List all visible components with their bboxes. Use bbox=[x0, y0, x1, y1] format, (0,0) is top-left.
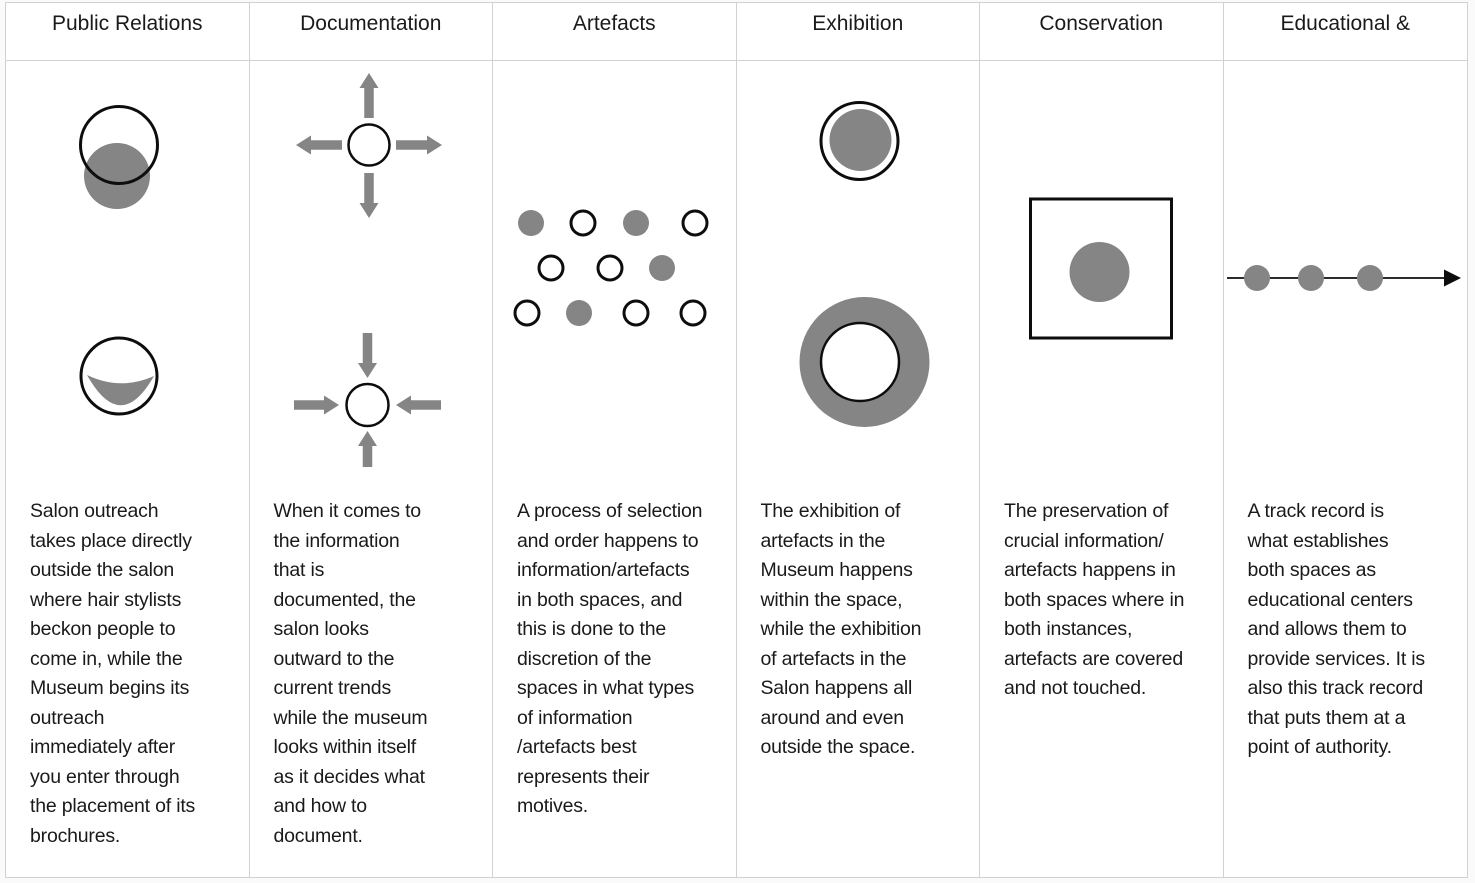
column-header-artefacts: Artefacts bbox=[493, 3, 737, 61]
column-description: The preservation of crucial information/… bbox=[1004, 500, 1185, 699]
column-header-exhibition: Exhibition bbox=[736, 3, 980, 61]
artefacts-figure bbox=[513, 209, 709, 327]
column-description: The exhibition of artefacts in the Museu… bbox=[760, 500, 922, 758]
column-body-exhibition: The exhibition of artefacts in the Museu… bbox=[737, 61, 980, 877]
dots-on-arrow-timeline-icon bbox=[1226, 265, 1461, 291]
documentation-figure bbox=[293, 73, 442, 467]
donut-ring-icon bbox=[799, 297, 929, 427]
educational-figure bbox=[1226, 265, 1461, 291]
crescent-in-circle-icon bbox=[79, 336, 159, 416]
column-body-conservation: The preservation of crucial information/… bbox=[980, 61, 1224, 877]
column-description: A track record is what establishes both … bbox=[1247, 500, 1426, 758]
salon-museum-comparison-table: Public Relations Documentation Artefacts… bbox=[5, 2, 1468, 878]
inward-arrows-icon bbox=[293, 333, 441, 467]
column-header-public-relations: Public Relations bbox=[6, 3, 250, 61]
filled-circle-in-ring-icon bbox=[819, 101, 899, 181]
exhibition-figure bbox=[799, 101, 929, 427]
column-description: A process of selection and order happens… bbox=[517, 500, 703, 817]
column-header-documentation: Documentation bbox=[249, 3, 493, 61]
column-body-educational: A track record is what establishes both … bbox=[1224, 61, 1468, 877]
column-body-documentation: When it comes to the information that is… bbox=[250, 61, 493, 877]
column-body-public-relations: Salon outreach takes place directly outs… bbox=[6, 61, 250, 877]
overlapping-circles-icon bbox=[79, 105, 159, 209]
conservation-figure bbox=[1029, 197, 1173, 340]
outward-arrows-icon bbox=[295, 73, 442, 218]
column-body-artefacts: A process of selection and order happens… bbox=[493, 61, 737, 877]
column-header-conservation: Conservation bbox=[980, 3, 1224, 61]
column-description: Salon outreach takes place directly outs… bbox=[30, 500, 196, 847]
column-description: When it comes to the information that is… bbox=[273, 500, 428, 847]
circle-in-square-icon bbox=[1029, 197, 1173, 340]
scattered-dots-icon bbox=[513, 209, 709, 327]
public-relations-figure bbox=[79, 105, 159, 416]
column-header-educational: Educational & bbox=[1223, 3, 1467, 61]
